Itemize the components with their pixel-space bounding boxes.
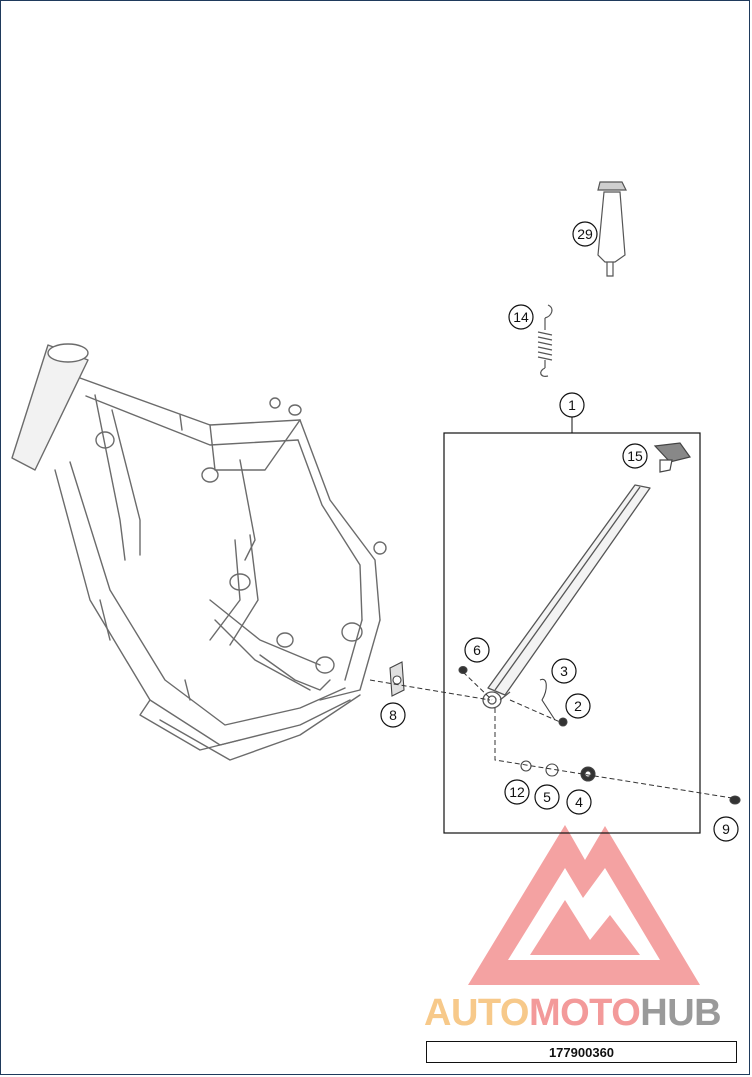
callout-15: 15 xyxy=(622,443,648,469)
tool-drawing xyxy=(597,181,627,277)
spring-drawing xyxy=(537,304,553,377)
callout-6: 6 xyxy=(464,637,490,663)
assembly-box xyxy=(443,432,701,834)
drawing-number: 177900360 xyxy=(426,1041,737,1063)
callout-2: 2 xyxy=(565,693,591,719)
callout-1: 1 xyxy=(559,392,585,418)
svg-text:6: 6 xyxy=(473,642,481,658)
svg-text:29: 29 xyxy=(577,226,593,242)
svg-text:3: 3 xyxy=(560,663,568,679)
assembly-leader-lines xyxy=(369,671,733,799)
callout-14: 14 xyxy=(508,304,534,330)
watermark-logo xyxy=(468,825,700,985)
drawing-number-text: 177900360 xyxy=(548,1044,615,1060)
callout-29: 29 xyxy=(572,221,598,247)
svg-text:9: 9 xyxy=(722,821,730,837)
callout-4: 4 xyxy=(566,789,592,815)
svg-text:8: 8 xyxy=(389,707,397,723)
watermark-wordmark: AUTOMOTOHUB xyxy=(424,992,721,1034)
callout-12: 12 xyxy=(504,779,530,805)
svg-text:1: 1 xyxy=(568,397,576,413)
svg-text:2: 2 xyxy=(574,698,582,714)
svg-text:14: 14 xyxy=(513,309,529,325)
svg-text:15: 15 xyxy=(627,448,643,464)
svg-text:12: 12 xyxy=(509,784,525,800)
callout-5: 5 xyxy=(534,784,560,810)
side-stand-drawing xyxy=(482,484,651,709)
callout-3: 3 xyxy=(551,658,577,684)
motorcycle-frame-drawing xyxy=(11,343,387,761)
svg-text:4: 4 xyxy=(575,794,583,810)
rubber-foot-drawing xyxy=(653,442,692,473)
svg-text:5: 5 xyxy=(543,789,551,805)
callout-9: 9 xyxy=(713,816,739,842)
callout-8: 8 xyxy=(380,702,406,728)
